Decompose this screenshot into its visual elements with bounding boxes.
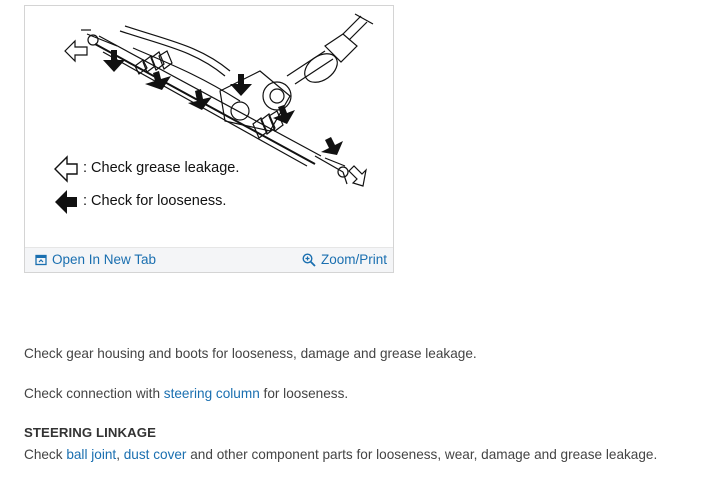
figure-footer: Open In New Tab Zoom/Print [25, 247, 393, 272]
steering-linkage-paragraph: Check ball joint, dust cover and other c… [24, 446, 657, 464]
steering-column-link[interactable]: steering column [163, 386, 260, 401]
legend-looseness-text: : Check for looseness. [83, 193, 226, 209]
new-tab-icon [35, 254, 47, 265]
ball-joint-link[interactable]: ball joint [66, 447, 117, 462]
steering-column-paragraph: Check connection with steering column fo… [24, 385, 348, 403]
outline-arrow-legend-icon [54, 155, 78, 183]
para3-text-before: Check [24, 447, 67, 462]
para3-text-after: and other component parts for looseness,… [186, 447, 658, 462]
figure-card: : Check grease leakage. : Check for loos… [24, 5, 394, 273]
gear-housing-paragraph: Check gear housing and boots for loosene… [24, 346, 477, 361]
steering-linkage-heading: STEERING LINKAGE [24, 425, 157, 440]
zoom-print-link[interactable]: Zoom/Print [302, 252, 387, 267]
zoom-print-label: Zoom/Print [320, 252, 387, 267]
filled-arrow-legend-icon [55, 190, 77, 214]
steering-diagram-svg: : Check grease leakage. : Check for loos… [54, 13, 374, 214]
legend-grease-leakage-text: : Check grease leakage. [83, 160, 239, 176]
zoom-in-icon [302, 252, 316, 267]
para3-separator: , [116, 447, 124, 462]
open-in-new-tab-link[interactable]: Open In New Tab [35, 252, 156, 267]
para2-text-before: Check connection with [24, 386, 164, 401]
open-in-new-tab-label: Open In New Tab [52, 252, 157, 267]
para2-text-after: for looseness. [259, 386, 349, 401]
dust-cover-link[interactable]: dust cover [123, 447, 187, 462]
steering-gear-diagram: : Check grease leakage. : Check for loos… [25, 6, 393, 246]
